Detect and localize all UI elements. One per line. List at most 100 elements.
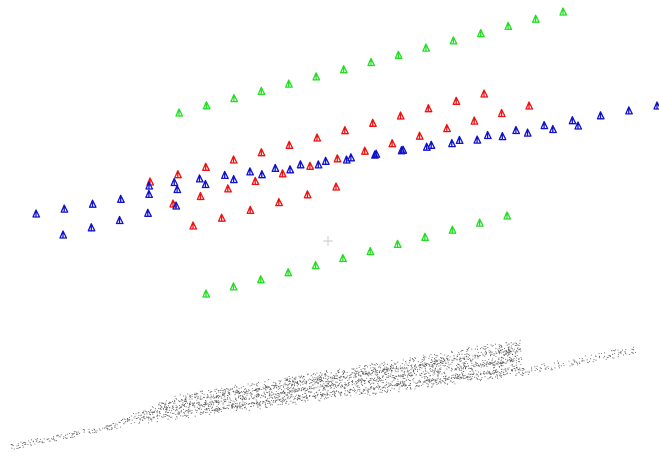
camera-frustum-icon	[286, 165, 295, 174]
camera-frustum-icon	[87, 223, 96, 232]
camera-frustum-icon	[366, 246, 375, 256]
camera-frustum-icon	[229, 174, 238, 184]
camera-frustum-icon	[497, 108, 506, 118]
camera-frustum-icon	[540, 120, 549, 130]
camera-frustum-icon	[284, 268, 293, 277]
camera-frustum-icon	[549, 124, 557, 134]
camera-frustum-icon	[448, 138, 456, 148]
camera-frustum-icon	[257, 148, 266, 157]
camera-frustum-icon	[341, 126, 349, 135]
crosshair-icon	[323, 236, 333, 246]
camera-frustum-icon	[415, 131, 424, 140]
camera-frustum-icon	[449, 36, 458, 45]
camera-frustum-icon	[470, 116, 479, 125]
camera-frustum-icon	[422, 142, 431, 151]
camera-frustum-icon	[339, 65, 348, 74]
camera-row-blue-upper	[32, 101, 659, 218]
camera-frustum-icon	[230, 93, 239, 103]
camera-frustum-icon	[531, 14, 540, 23]
camera-frustum-icon	[574, 121, 583, 130]
camera-frustum-icon	[201, 179, 210, 189]
camera-frustum-icon	[229, 155, 238, 164]
camera-frustum-icon	[224, 184, 232, 193]
camera-frustum-icon	[59, 230, 68, 239]
camera-frustum-icon	[397, 146, 406, 155]
camera-frustum-icon	[332, 182, 341, 191]
camera-frustum-icon	[285, 79, 293, 88]
camera-frustum-icon	[347, 153, 356, 162]
camera-row-green-top	[175, 7, 568, 117]
camera-frustum-icon	[625, 106, 633, 115]
camera-frustum-icon	[170, 177, 179, 187]
camera-frustum-icon	[172, 201, 181, 210]
camera-frustum-icon	[258, 170, 266, 179]
camera-frustum-icon	[313, 133, 322, 142]
camera-frustum-icon	[393, 239, 402, 249]
camera-frustum-icon	[512, 125, 521, 135]
camera-row-red-lower	[189, 182, 341, 230]
camera-frustum-icon	[396, 111, 405, 120]
camera-frustum-icon	[333, 154, 342, 163]
camera-frustum-icon	[503, 211, 512, 220]
camera-frustum-icon	[367, 57, 376, 67]
camera-frustum-icon	[372, 149, 381, 158]
camera-frustum-icon	[523, 128, 532, 137]
camera-frustum-icon	[504, 21, 513, 31]
camera-frustum-icon	[189, 221, 198, 230]
camera-frustum-icon	[455, 135, 464, 145]
camera-frustum-icon	[473, 135, 482, 144]
camera-frustum-icon	[196, 191, 205, 201]
camera-frustum-icon	[246, 167, 255, 176]
camera-frustum-icon	[424, 104, 433, 113]
camera-frustum-icon	[477, 28, 485, 38]
camera-frustum-icon	[246, 205, 255, 215]
camera-frustum-icon	[369, 118, 377, 127]
camera-frustum-icon	[195, 174, 204, 183]
camera-frustum-icon	[311, 260, 320, 270]
camera-frustum-icon	[306, 161, 315, 170]
camera-frustum-icon	[321, 156, 330, 165]
camera-frustum-icon	[422, 43, 431, 52]
camera-frustum-icon	[361, 146, 369, 155]
camera-frustum-icon	[475, 218, 484, 227]
camera-trajectories	[32, 7, 659, 298]
camera-frustum-icon	[388, 139, 397, 148]
camera-frustum-icon	[559, 7, 568, 16]
point-cloud	[10, 339, 636, 450]
camera-frustum-icon	[314, 160, 323, 169]
camera-frustum-icon	[115, 215, 124, 225]
camera-frustum-icon	[202, 162, 210, 171]
camera-frustum-icon	[285, 140, 294, 149]
camera-frustum-icon	[117, 194, 125, 203]
camera-frustum-icon	[257, 275, 265, 284]
camera-frustum-icon	[217, 213, 226, 222]
camera-frustum-icon	[498, 131, 507, 141]
camera-frustum-icon	[60, 204, 69, 213]
camera-frustum-icon	[32, 209, 41, 218]
camera-frustum-icon	[202, 289, 211, 298]
camera-frustum-icon	[596, 111, 605, 120]
camera-frustum-icon	[175, 108, 184, 117]
camera-frustum-icon	[202, 101, 211, 110]
camera-frustum-icon	[303, 190, 312, 199]
camera-frustum-icon	[653, 101, 659, 110]
camera-frustum-icon	[145, 181, 154, 190]
camera-row-blue-lower	[59, 201, 181, 239]
camera-frustum-icon	[568, 116, 577, 125]
camera-frustum-icon	[144, 208, 152, 217]
camera-frustum-icon	[421, 232, 430, 241]
camera-frustum-icon	[394, 50, 403, 59]
camera-frustum-icon	[257, 86, 266, 96]
camera-frustum-icon	[275, 197, 283, 207]
camera-frustum-icon	[173, 184, 182, 194]
camera-row-green-bottom	[202, 211, 512, 298]
camera-frustum-icon	[312, 72, 321, 81]
camera-frustum-icon	[88, 199, 97, 208]
camera-row-blue-middle	[145, 121, 583, 190]
camera-frustum-icon	[483, 130, 492, 140]
camera-frustum-icon	[278, 169, 287, 178]
camera-frustum-icon	[229, 282, 238, 291]
camera-frustum-icon	[448, 225, 457, 234]
